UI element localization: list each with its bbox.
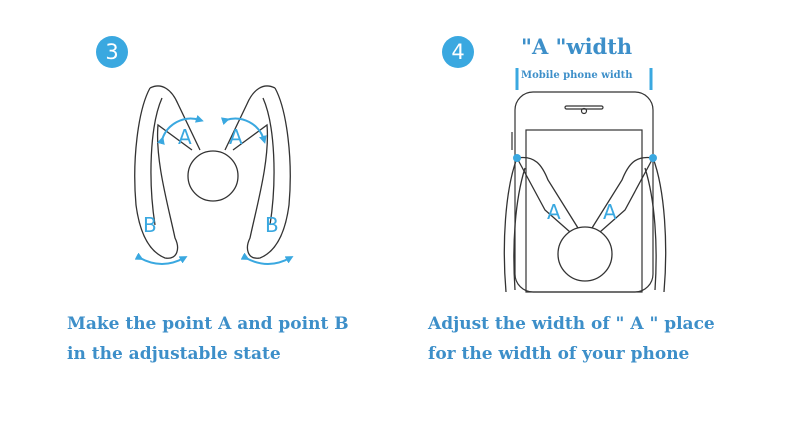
point-b-label-right: B — [265, 213, 279, 237]
caption-right-line1: Adjust the width of " A " place — [428, 314, 715, 334]
contact-point-left — [513, 154, 521, 162]
caption-left-line1: Make the point A and point B — [67, 314, 349, 334]
point-a-label-left: A — [178, 125, 192, 149]
width-title: "A "width — [521, 34, 633, 59]
phone-outline — [511, 91, 654, 293]
caption-right-line2: for the width of your phone — [428, 344, 690, 364]
point-a-label-phone-right: A — [603, 200, 617, 224]
adjust-arrows-left — [134, 114, 294, 265]
caption-left-line2: in the adjustable state — [67, 344, 281, 364]
point-a-label-right: A — [229, 125, 243, 149]
step-3-badge: 3 — [96, 36, 128, 68]
step-4-badge: 4 — [442, 36, 474, 68]
caption-right: Adjust the width of " A " place for the … — [428, 309, 715, 369]
holder-illustration-left — [134, 85, 291, 259]
contact-point-right — [649, 154, 657, 162]
point-a-label-phone-left: A — [547, 200, 561, 224]
holder-illustration-right — [503, 156, 667, 293]
width-subtitle: Mobile phone width — [521, 70, 633, 81]
caption-left: Make the point A and point B in the adju… — [67, 309, 349, 369]
width-bracket — [515, 68, 653, 90]
point-b-label-left: B — [143, 213, 157, 237]
